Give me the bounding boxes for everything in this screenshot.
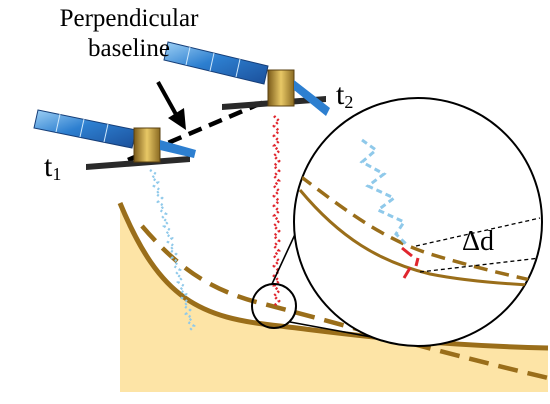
label-t2-subscript: 2 — [344, 92, 354, 112]
zoom-terrain-dashed — [298, 174, 542, 286]
zoom-signal-t1 — [359, 138, 410, 248]
baseline-pointer-arrowhead — [168, 108, 186, 130]
satellite-t1-panel — [33, 109, 137, 149]
label-t2-base: t — [336, 78, 345, 111]
small-zoom-circle — [251, 283, 297, 329]
baseline-label-line2: baseline — [88, 35, 170, 62]
satellite-t1-body — [133, 127, 161, 163]
delta-d-label: Δd — [462, 226, 495, 257]
label-t1-subscript: 1 — [52, 164, 62, 184]
satellite-t2 — [163, 41, 330, 116]
satellite-t2-panel — [163, 41, 269, 85]
zoom-terrain-solid — [298, 189, 542, 288]
zoom-phase-marker-3 — [402, 267, 412, 279]
delta-ref-line-top — [415, 217, 541, 247]
zoom-phase-marker-1 — [401, 246, 413, 258]
zoom-detail — [298, 138, 542, 288]
zoom-phase-marker-2 — [414, 257, 420, 267]
satellite-t2-body — [267, 69, 295, 107]
perpendicular-baseline-label: Perpendicular baseline — [14, 4, 244, 64]
large-zoom-circle — [293, 97, 543, 347]
satellite-t1 — [33, 109, 196, 170]
delta-ref-line-bottom — [419, 257, 541, 273]
label-t1-base: t — [44, 150, 53, 183]
satellite-t2-side-panel — [294, 80, 330, 116]
label-t2: t2 — [336, 78, 353, 113]
satellite-t1-antenna — [86, 156, 190, 170]
baseline-pointer-arrow — [156, 81, 180, 119]
satellite-t1-side-panel — [160, 140, 196, 158]
baseline-label-line1: Perpendicular — [59, 5, 199, 32]
terrain-profile-dashed — [140, 224, 549, 381]
label-t1: t1 — [44, 150, 61, 185]
